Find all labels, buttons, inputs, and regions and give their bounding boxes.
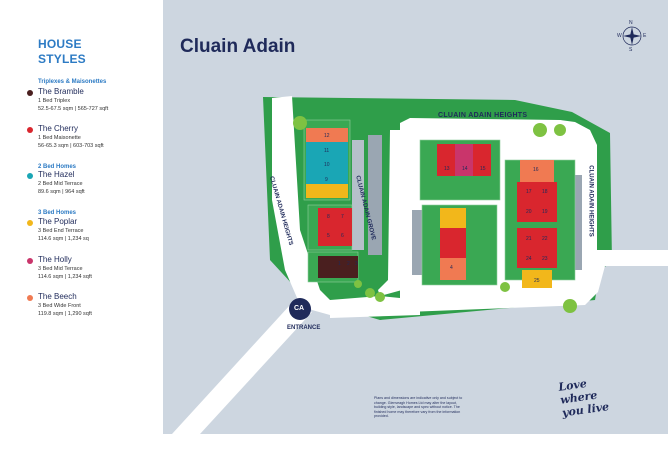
entrance-badge[interactable] (289, 298, 311, 320)
house-area: 114.6 sqm | 1,234 sqft (38, 274, 92, 280)
trees (293, 116, 577, 313)
entrance-label: ENTRANCE (287, 325, 321, 331)
poplar-swatch (27, 220, 33, 226)
holly-swatch (27, 258, 33, 264)
house-styles-heading: HOUSE STYLES (38, 37, 86, 66)
house-name: The Beech (38, 292, 77, 301)
compass (622, 26, 642, 46)
unit-16[interactable]: 16 (533, 167, 539, 173)
unit-9[interactable]: 9 (325, 177, 328, 183)
house-area: 89.6 sqm | 964 sqft (38, 189, 85, 195)
disclaimer: Plans and dimensions are indicative only… (374, 396, 463, 419)
legend-panel: HOUSE STYLES Triplexes & Maisonettes The… (0, 0, 163, 449)
unit-17[interactable]: 17 (526, 189, 532, 195)
house-name: The Cherry (38, 124, 79, 133)
beech-swatch (27, 295, 33, 301)
compass-e: E (643, 33, 647, 39)
site-map[interactable] (163, 0, 668, 434)
site-plan-svg (163, 0, 668, 434)
unit-19[interactable]: 19 (542, 209, 548, 215)
unit-3[interactable]: 3 (355, 261, 358, 267)
unit-13[interactable]: 13 (444, 166, 450, 172)
category-3-bed: 3 Bed Homes (38, 210, 77, 216)
house-name: The Poplar (38, 217, 78, 226)
unit-22[interactable]: 22 (542, 236, 548, 242)
unit-15[interactable]: 15 (480, 166, 486, 172)
entrance-road (172, 305, 312, 434)
compass-n: N (629, 20, 633, 26)
entrance-badge-label: CA (294, 305, 305, 312)
unit-7[interactable]: 7 (341, 214, 344, 220)
unit-6[interactable]: 6 (341, 233, 344, 239)
house-area: 114.6 sqm | 1,234 sq (38, 236, 89, 242)
house-name: The Bramble (38, 87, 84, 96)
hazel-swatch (27, 173, 33, 179)
house-name: The Hazel (38, 170, 75, 179)
house-name: The Holly (38, 255, 72, 264)
compass-w: W (617, 33, 622, 39)
house-type: 1 Bed Triplex (38, 98, 71, 104)
category-2-bed: 2 Bed Homes (38, 164, 77, 170)
unit-12[interactable]: 12 (324, 133, 330, 139)
unit-24[interactable]: 24 (526, 256, 532, 262)
map-title: Cluain Adain (180, 36, 296, 57)
grove-road (378, 130, 402, 296)
house-type: 2 Bed Mid Terrace (38, 181, 83, 187)
house-type: 3 Bed Mid Terrace (38, 266, 83, 272)
unit-23[interactable]: 23 (542, 256, 548, 262)
unit-20[interactable]: 20 (526, 209, 532, 215)
house-area: 56-65.3 sqm | 603-703 sqft (38, 143, 104, 149)
house-area: 52.5-67.5 sqm | 565-727 sqft (38, 106, 109, 112)
unit-8[interactable]: 8 (327, 214, 330, 220)
unit-18[interactable]: 18 (542, 189, 548, 195)
unit-21[interactable]: 21 (526, 236, 532, 242)
unit-2[interactable]: 2 (347, 261, 350, 267)
bramble-swatch (27, 90, 33, 96)
block-a (306, 128, 358, 278)
unit-11[interactable]: 11 (324, 148, 330, 154)
block-d (517, 160, 557, 288)
house-type: 1 Bed Maisonette (38, 135, 81, 141)
cherry-swatch (27, 127, 33, 133)
unit-1[interactable]: 1 (338, 261, 341, 267)
category-triplexes: Triplexes & Maisonettes (38, 79, 107, 85)
parking-strip (412, 210, 424, 275)
house-area: 119.8 sqm | 1,290 sqft (38, 311, 92, 317)
house-type: 3 Bed End Terrace (38, 228, 84, 234)
entrance-junction (330, 296, 420, 318)
unit-25[interactable]: 25 (534, 278, 540, 284)
road-label-heights-right: CLUAIN ADAIN HEIGHTS (587, 165, 594, 237)
parking-strip (368, 135, 382, 255)
block-b (437, 144, 491, 176)
house-type: 3 Bed Wide Front (38, 303, 81, 309)
compass-s: S (629, 47, 633, 53)
unit-10[interactable]: 10 (324, 162, 330, 168)
unit-5[interactable]: 5 (327, 233, 330, 239)
block-c (440, 208, 466, 280)
unit-4[interactable]: 4 (450, 265, 453, 271)
parking-strip (352, 140, 364, 250)
road-label-heights-top: CLUAIN ADAIN HEIGHTS (438, 112, 528, 119)
unit-14[interactable]: 14 (462, 166, 468, 172)
